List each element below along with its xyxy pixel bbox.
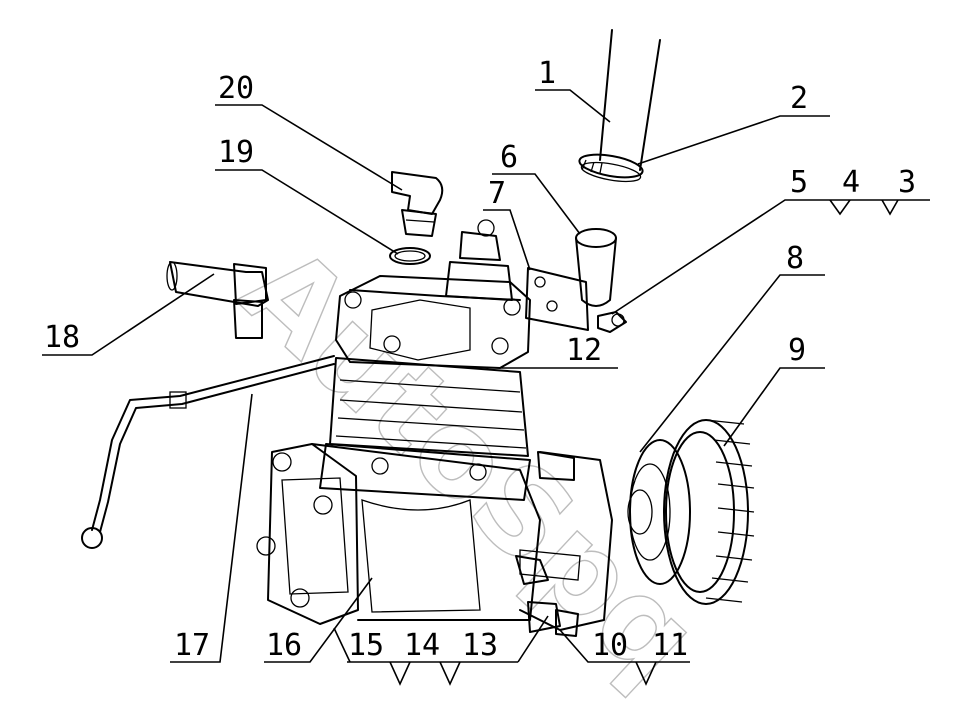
callout-16: 16 <box>264 577 373 663</box>
callout-label-18: 18 <box>44 320 80 355</box>
callout-label-3: 3 <box>898 165 916 200</box>
callout-label-9: 9 <box>788 333 806 368</box>
callout-18: 18 <box>42 273 215 356</box>
callout-7: 7 <box>483 176 531 271</box>
hose-part <box>599 29 661 171</box>
callout-label-1: 1 <box>538 56 556 91</box>
callout-17: 17 <box>170 393 253 663</box>
gear-part <box>663 419 755 605</box>
callout-label-8: 8 <box>786 241 804 276</box>
side-elbow-fitting-part <box>166 261 269 339</box>
callout-19: 19 <box>215 135 399 255</box>
callout-12: 12 <box>500 333 618 369</box>
callout-label-7: 7 <box>488 176 506 211</box>
crankcase-part <box>256 443 541 625</box>
callout-label-6: 6 <box>500 140 518 175</box>
callout-2: 2 <box>637 81 830 165</box>
small-bolt-part <box>597 311 627 333</box>
elbow-fitting-part <box>391 171 444 237</box>
callout-label-15: 15 <box>348 628 384 663</box>
callout-label-4: 4 <box>842 165 860 200</box>
callout-label-20: 20 <box>218 71 254 106</box>
fitting-bolts-part <box>515 451 579 637</box>
callout-label-17: 17 <box>174 628 210 663</box>
callout-label-14: 14 <box>404 628 440 663</box>
callout-label-12: 12 <box>566 333 602 368</box>
callout-label-16: 16 <box>266 628 302 663</box>
callout-label-11: 11 <box>652 628 688 663</box>
hose-clamp-part <box>578 153 644 183</box>
lubrication-pipe-part <box>81 355 335 549</box>
unloader-valve-part <box>445 219 513 301</box>
callout-label-10: 10 <box>592 628 628 663</box>
callout-9: 9 <box>723 333 825 447</box>
o-ring-part <box>389 247 431 265</box>
callout-1: 1 <box>535 56 611 123</box>
callout-10-11: 10 11 <box>559 628 690 686</box>
callout-20: 20 <box>215 71 403 191</box>
callout-label-2: 2 <box>790 81 808 116</box>
cylinder-head-part <box>335 275 531 369</box>
callout-8: 8 <box>639 241 825 453</box>
cylinder-block-part <box>319 357 531 501</box>
callout-6: 6 <box>492 140 581 235</box>
pulley-part <box>627 439 691 585</box>
callout-label-19: 19 <box>218 135 254 170</box>
callout-label-5: 5 <box>790 165 808 200</box>
callout-label-13: 13 <box>462 628 498 663</box>
outlet-fitting-part <box>525 228 617 331</box>
callout-15-14-13: 15 14 13 <box>333 615 549 686</box>
callout-3-4-5: 5 4 3 <box>611 165 930 315</box>
